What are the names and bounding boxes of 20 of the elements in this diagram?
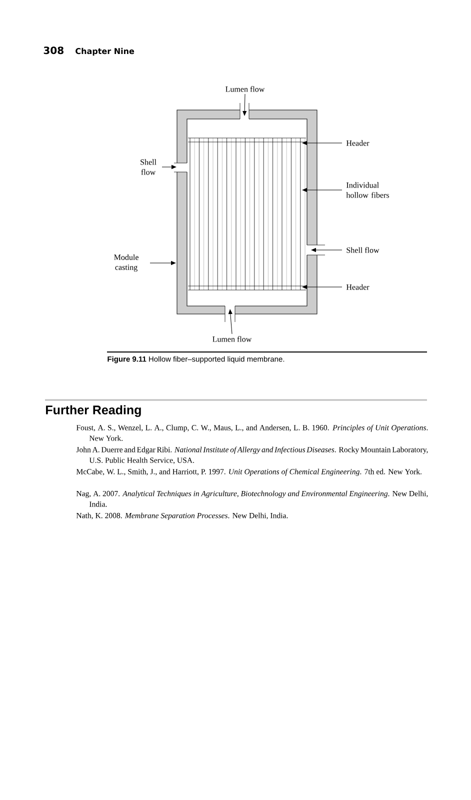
leader-arrow (162, 165, 176, 169)
leader-arrow (302, 188, 342, 192)
flow-label: Lumen flow (212, 336, 252, 342)
running-head: Chapter Nine (76, 48, 134, 56)
leader-arrow (311, 248, 342, 252)
page-number: 308 (44, 46, 64, 54)
flow-label: Lumen flow (226, 86, 265, 92)
leader-arrow (242, 94, 247, 116)
flow-label: Individual hollow fibers (346, 182, 390, 198)
flow-label: Header (346, 140, 370, 146)
hollow-fiber-module-drawing (174, 102, 326, 322)
flow-label: Module casting (114, 254, 138, 272)
flow-label: Shell flow (346, 247, 380, 253)
flow-label: Shell flow (140, 159, 156, 175)
section-heading: Further Reading (46, 405, 141, 417)
flow-label: Header (346, 284, 370, 290)
leader-arrow (302, 141, 342, 145)
leader-arrow (228, 309, 232, 334)
leader-arrow (302, 285, 342, 289)
leader-arrow (150, 261, 176, 265)
